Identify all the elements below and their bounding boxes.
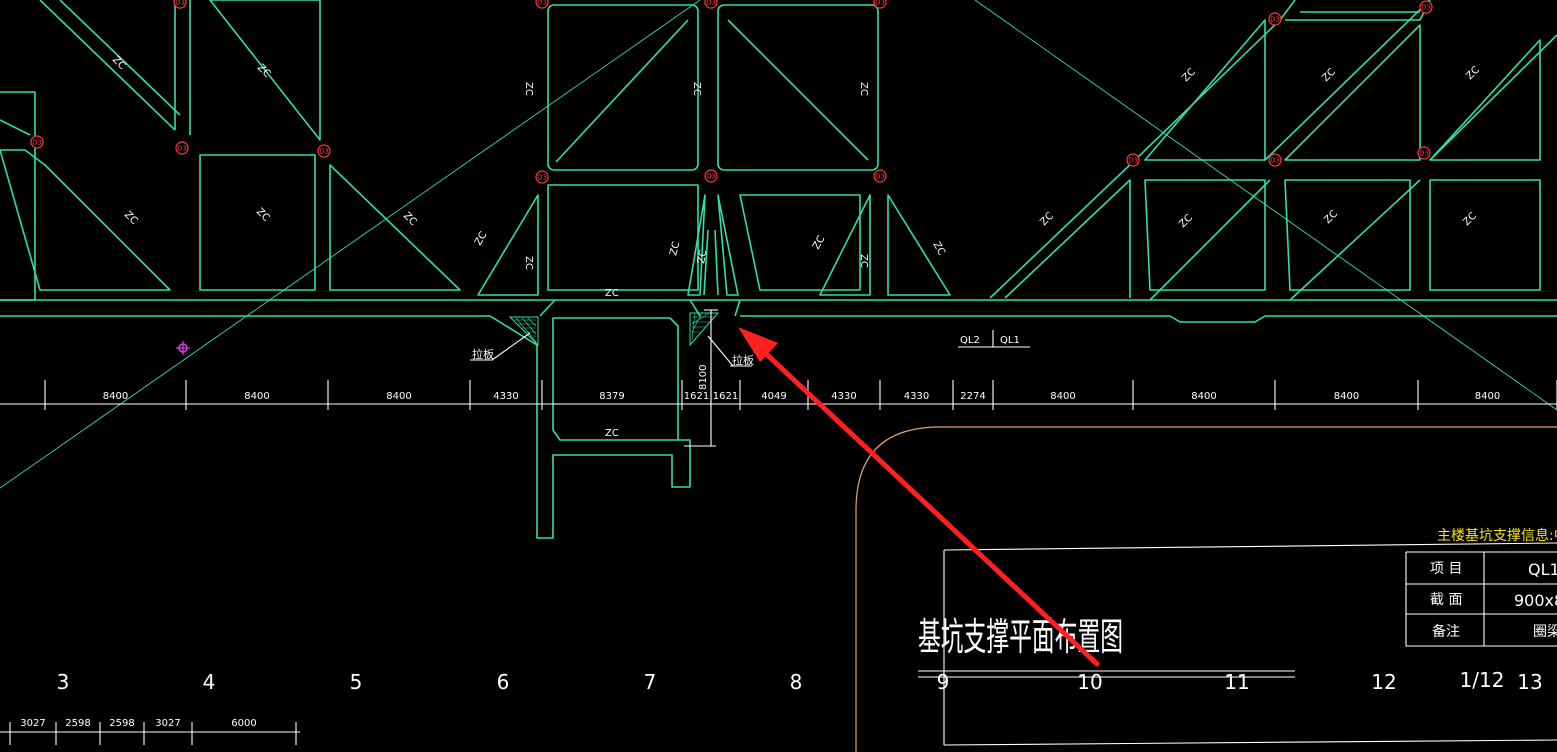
bottom-dimension-value: 2598 [109, 718, 134, 729]
grid-number: 6 [497, 670, 510, 694]
node-label: D3 [537, 0, 547, 7]
grid-number: 11 [1224, 670, 1249, 694]
anchor-plate-label: 拉板 [732, 353, 754, 367]
reference-lines [0, 0, 1557, 489]
ring-beam-labels: QL2 QL1 [958, 330, 1030, 348]
node-label: D3 [1419, 150, 1429, 158]
zc-label: ZC [605, 428, 619, 439]
anchor-plate-label: 拉板 [472, 347, 494, 361]
bottom-dimension-value: 2598 [65, 718, 90, 729]
dimension-value: 8379 [599, 391, 624, 402]
info-row-value: 900x8 [1514, 591, 1557, 610]
node-label: D3 [1421, 4, 1431, 12]
info-row-value: 圈梁 [1533, 624, 1557, 640]
grid-number: 4 [203, 670, 216, 694]
zc-label: ZC [858, 82, 869, 96]
zc-label: ZC [1461, 211, 1479, 229]
dimension-value: 8400 [1191, 391, 1216, 402]
node-label: D3 [875, 0, 885, 7]
bottom-dimension-value: 3027 [155, 718, 180, 729]
info-table-heading: 主楼基坑支撑信息:中心标 [1437, 527, 1557, 544]
grid-number: 8 [790, 670, 803, 694]
grid-number: 3 [57, 670, 70, 694]
anchor-plates: 拉板 拉板 [470, 312, 754, 367]
zc-label: ZC [122, 209, 140, 227]
grid-number: 1/12 [1460, 668, 1505, 692]
dimension-value: 4049 [761, 391, 786, 402]
info-row-label: 备注 [1432, 623, 1460, 640]
zc-label: ZC [668, 241, 682, 257]
right-support-truss [989, 0, 1557, 301]
node-label: D3 [32, 139, 42, 147]
zc-label: ZC [811, 234, 827, 251]
vertical-dimension: 8100 [684, 309, 718, 447]
zc-label: ZC [1320, 67, 1338, 85]
dimension-value: 8400 [1334, 391, 1359, 402]
bottom-dimension-value: 6000 [231, 718, 256, 729]
dimension-value: 4330 [493, 391, 518, 402]
zc-label: ZC [473, 230, 489, 247]
bottom-dimension-line: 3027 2598 2598 3027 6000 [0, 718, 300, 745]
node-label: D3 [706, 173, 716, 181]
annotation-arrow [738, 327, 1100, 667]
dimension-value: 1621 [684, 391, 709, 402]
grid-number: 7 [644, 670, 657, 694]
title-block: 基坑支撑平面布置图 [918, 542, 1557, 746]
bottom-dimension-value: 3027 [20, 718, 45, 729]
grid-number: 10 [1077, 670, 1102, 694]
zc-label: ZC [254, 206, 272, 224]
dimension-value: 8400 [386, 391, 411, 402]
point-marker[interactable] [176, 341, 190, 355]
node-label: D3 [1270, 16, 1280, 24]
node-label: D3 [319, 148, 329, 156]
ring-beam-label-ql1: QL1 [1000, 335, 1020, 346]
vertical-dimension-text: 8100 [698, 365, 709, 390]
grid-number: 12 [1371, 670, 1396, 694]
dimension-value: 8400 [103, 391, 128, 402]
zc-label: ZC [1464, 65, 1482, 83]
zc-label: ZC [1038, 211, 1056, 229]
dimension-value: 1621 [713, 391, 738, 402]
central-support-truss [0, 4, 1557, 539]
node-label: D3 [875, 173, 885, 181]
dimension-value: 8400 [1050, 391, 1075, 402]
dimension-value: 4330 [904, 391, 929, 402]
dimension-value: 8400 [244, 391, 269, 402]
node-label: D3 [1128, 157, 1138, 165]
grid-number: 13 [1517, 670, 1542, 694]
zc-label: ZC [691, 82, 702, 96]
dimension-line: 8400 8400 8400 4330 8379 1621 1621 4049 4330 4330… [0, 380, 1557, 410]
grid-number: 9 [937, 670, 950, 694]
grid-axis-numbers: 3 4 5 6 7 8 9 10 11 12 1/12 13 [57, 668, 1543, 694]
zc-label: ZC [858, 254, 869, 268]
node-label: D3 [706, 0, 716, 7]
zc-label: ZC [1180, 67, 1198, 85]
zc-label: ZC [1177, 213, 1195, 231]
left-support-truss [0, 0, 475, 301]
zc-label: ZC [930, 240, 946, 257]
dimension-value: 2274 [960, 391, 985, 402]
grid-number: 5 [350, 670, 363, 694]
info-row-value: QL1 [1528, 560, 1557, 579]
node-label: D3 [175, 0, 185, 7]
node-label: D3 [1270, 157, 1280, 165]
zc-label: ZC [523, 256, 534, 270]
zc-label: ZC [696, 249, 709, 265]
info-row-label: 截 面 [1430, 592, 1462, 608]
info-row-label: 项 目 [1430, 561, 1462, 577]
ring-beam-label-ql2: QL2 [960, 335, 980, 346]
dimension-value: 8400 [1475, 391, 1500, 402]
node-label: D3 [177, 145, 187, 153]
zc-label: ZC [523, 82, 534, 96]
zc-label: ZC [605, 288, 619, 299]
drawing-title: 基坑支撑平面布置图 [918, 615, 1123, 659]
info-table: 主楼基坑支撑信息:中心标 项 目 QL1 截 面 900x8 备注 圈梁 [1405, 527, 1557, 647]
node-label: D3 [537, 174, 547, 182]
zc-label: ZC [401, 210, 419, 228]
zc-label: ZC [1322, 209, 1340, 227]
dimension-value: 4330 [831, 391, 856, 402]
title-frame [855, 426, 1557, 752]
